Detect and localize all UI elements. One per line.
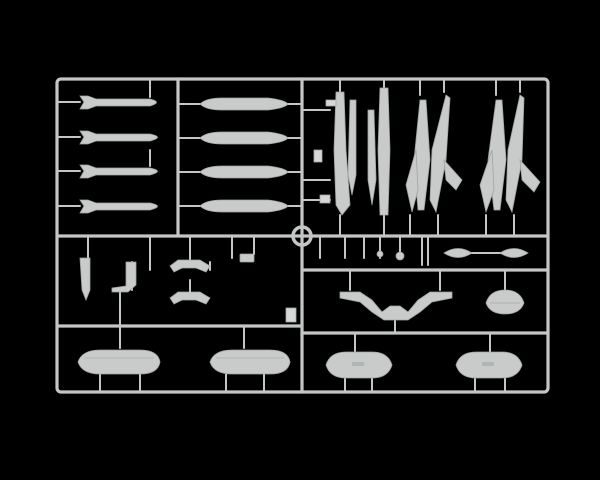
bomb-4 (79, 199, 158, 214)
bomb-3 (79, 164, 158, 179)
drop-tank-4 (455, 351, 523, 379)
bomb-7 (199, 165, 289, 179)
fin-pair-left (405, 94, 463, 214)
bomb-2 (79, 130, 158, 145)
bomb-6 (199, 131, 289, 145)
bracket-part-left (111, 261, 137, 293)
center-ring (291, 225, 313, 247)
small-bracket-3 (319, 194, 331, 204)
tab-part (285, 307, 297, 323)
fin-pair-right (479, 94, 541, 214)
hook-part (79, 257, 91, 302)
bomb-1 (79, 95, 157, 110)
pylon-strut-left (347, 99, 357, 196)
tail-fins-group (405, 78, 541, 237)
block-part (239, 253, 255, 263)
small-lozenge-2 (499, 248, 529, 258)
bombs-right-column (177, 97, 303, 213)
bombs-left-column (56, 78, 158, 214)
bomb-5 (199, 97, 289, 111)
drop-tank-1 (77, 349, 161, 375)
sprue-frame (55, 77, 550, 394)
clip-part-2 (169, 291, 211, 305)
small-parts-row (319, 235, 529, 266)
small-bracket-1 (325, 99, 337, 107)
small-bracket-2 (313, 149, 323, 163)
drop-tank-3 (325, 351, 393, 379)
pylon-strut-right (367, 109, 377, 206)
pylon-left (333, 91, 351, 216)
small-knob (395, 251, 405, 261)
pylon-right (377, 87, 391, 216)
small-disc (376, 250, 384, 258)
left-lower-parts (79, 235, 297, 327)
drop-tank-2 (209, 349, 291, 375)
pylons-group (301, 78, 391, 237)
drop-tanks (77, 325, 523, 393)
bomb-rack (339, 269, 453, 334)
clip-part-1 (169, 259, 211, 273)
seeker-pod (485, 269, 525, 315)
bomb-8 (199, 199, 289, 213)
